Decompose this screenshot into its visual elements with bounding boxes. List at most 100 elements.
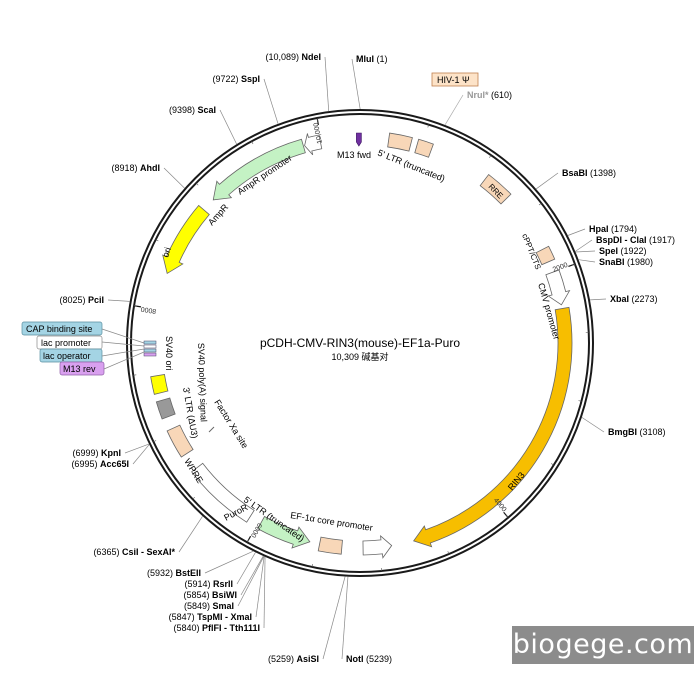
- hiv-label: HIV-1 Ψ: [437, 75, 470, 85]
- sv40-polya-label: SV40 poly(A) signal: [196, 343, 209, 422]
- tick-minor: [447, 551, 450, 555]
- feature-rin3-5: [413, 306, 573, 548]
- site-leader-9: [341, 576, 349, 660]
- watermark: biogege.com: [512, 626, 694, 664]
- site-label-24: (10,089) NdeI: [265, 52, 321, 62]
- site-label-3: HpaI (1794): [589, 224, 637, 234]
- ltr5a-label: 5' LTR (truncated): [376, 148, 446, 184]
- tick-minor: [192, 496, 195, 500]
- site-label-22: (9398) ScaI: [169, 105, 216, 115]
- tick-minor: [538, 202, 542, 206]
- feature-ef-1-core-promoter-6: [362, 534, 393, 559]
- side-label-lac-operator: lac operator: [39, 348, 103, 363]
- site-leader-23: [263, 78, 279, 124]
- tick-minor: [578, 400, 582, 402]
- feature-sv40-poly-a-signal-12: [150, 373, 169, 395]
- site-leader-21: [163, 167, 185, 189]
- tick-minor: [246, 539, 249, 543]
- feature-ori-13: [162, 204, 210, 275]
- tick-minor: [153, 440, 157, 443]
- lac-small-features: [143, 340, 157, 357]
- site-label-13: (5849) SmaI: [184, 601, 234, 611]
- site-leader-22: [219, 109, 237, 145]
- feature-m13-fwd-16: [356, 132, 362, 147]
- site-leader-2: [535, 172, 559, 190]
- hiv-box: HIV-1 Ψ: [431, 72, 479, 87]
- feature-wpre-9: [191, 462, 255, 523]
- site-leader-18: [132, 444, 150, 465]
- site-label-4: BspDI - ClaI (1917): [596, 235, 675, 245]
- tick-minor: [427, 124, 429, 128]
- feature-layer: [150, 132, 573, 559]
- site-leader-3: [567, 228, 586, 236]
- site-label-7: XbaI (2273): [610, 294, 658, 304]
- site-leader-6: [578, 259, 596, 263]
- tick-label-3: 8000: [140, 305, 157, 314]
- site-label-2: BsaBI (1398): [562, 168, 616, 178]
- site-leader-24: [324, 56, 330, 112]
- site-leader-8: [581, 417, 605, 433]
- plasmid-title: pCDH-CMV-RIN3(mouse)-EF1a-Puro: [260, 336, 460, 350]
- site-label-5: SpeI (1922): [599, 246, 647, 256]
- side-label-m13-rev: M13 rev: [59, 361, 105, 376]
- backbone-outer: [126, 109, 594, 577]
- backbone-inner: [130, 113, 590, 573]
- m13-fwd-label: M13 fwd: [337, 150, 371, 160]
- feature-3-ltr-u3-10: [166, 424, 194, 458]
- site-leader-20: [107, 299, 130, 302]
- site-leader-14: [240, 555, 264, 596]
- site-label-14: (5854) BsiWI: [183, 590, 237, 600]
- site-leader-13: [237, 556, 265, 607]
- site-leader-12: [255, 556, 265, 618]
- site-label-19: (6999) KpnI: [72, 448, 121, 458]
- site-leader-15: [236, 552, 256, 585]
- site-label-21: (8918) AhdI: [111, 163, 160, 173]
- site-label-8: BmgBI (3108): [608, 427, 666, 437]
- feature-hiv-1-1: [414, 138, 434, 158]
- tick-minor: [505, 515, 509, 518]
- site-leader-16: [204, 550, 254, 574]
- site-leader-17: [178, 515, 203, 553]
- sv40-ori-label: SV40 ori: [164, 336, 174, 371]
- site-leader-1: [444, 94, 464, 126]
- side-label-cap-text: CAP binding site: [26, 324, 92, 334]
- site-label-9: NotI (5239): [346, 654, 392, 664]
- feature-ampr-14: [212, 138, 306, 201]
- tick-minor: [572, 263, 576, 266]
- plasmid-length: 10,309 碱基对: [331, 351, 388, 362]
- site-leader-4: [575, 239, 593, 252]
- feature-5-ltr-truncated-0: [387, 132, 413, 152]
- side-label-cap: CAP binding site: [21, 321, 103, 336]
- side-label-m13-rev-text: M13 rev: [63, 364, 96, 374]
- ori-label: ori: [160, 246, 173, 259]
- site-label-20: (8025) PciI: [59, 295, 104, 305]
- site-label-12: (5847) TspMI - XmaI: [169, 612, 252, 622]
- feature-rre-2: [479, 173, 512, 205]
- site-leader-10: [322, 576, 346, 660]
- site-label-17: (6365) CsiI - SexAI*: [93, 547, 175, 557]
- tick-label-2: 6000: [249, 521, 263, 538]
- site-label-0: MluI (1): [356, 54, 388, 64]
- site-leader-5: [575, 250, 596, 253]
- site-leader-0: [351, 58, 361, 110]
- site-label-1: NruI* (610): [467, 90, 512, 100]
- site-label-23: (9722) SspI: [212, 74, 260, 84]
- side-label-lac-promoter: lac promoter: [36, 335, 103, 350]
- site-label-6: SnaBI (1980): [599, 257, 653, 267]
- site-layer: MluI (1) NruI* (610) BsaBI (1398) HpaI (179…: [59, 52, 675, 664]
- tick-minor: [489, 155, 492, 158]
- side-label-lac-promoter-text: lac promoter: [41, 338, 91, 348]
- ltr3-label: 3' LTR (ΔU3): [181, 387, 200, 440]
- site-label-18: (6995) Acc65I: [71, 459, 129, 469]
- tick-minor: [251, 141, 254, 145]
- site-leader-11: [263, 556, 266, 629]
- feature-cppt-cts-3: [535, 245, 556, 266]
- feature-5-ltr-truncated-7: [317, 536, 343, 555]
- side-label-lac-operator-text: lac operator: [43, 351, 91, 361]
- site-leader-19: [124, 443, 150, 454]
- tick-minor: [551, 463, 554, 466]
- tick-label-4: 10,000: [313, 122, 324, 144]
- factor-xa-label: Factor Xa site: [212, 398, 250, 450]
- site-leader-7: [589, 298, 607, 301]
